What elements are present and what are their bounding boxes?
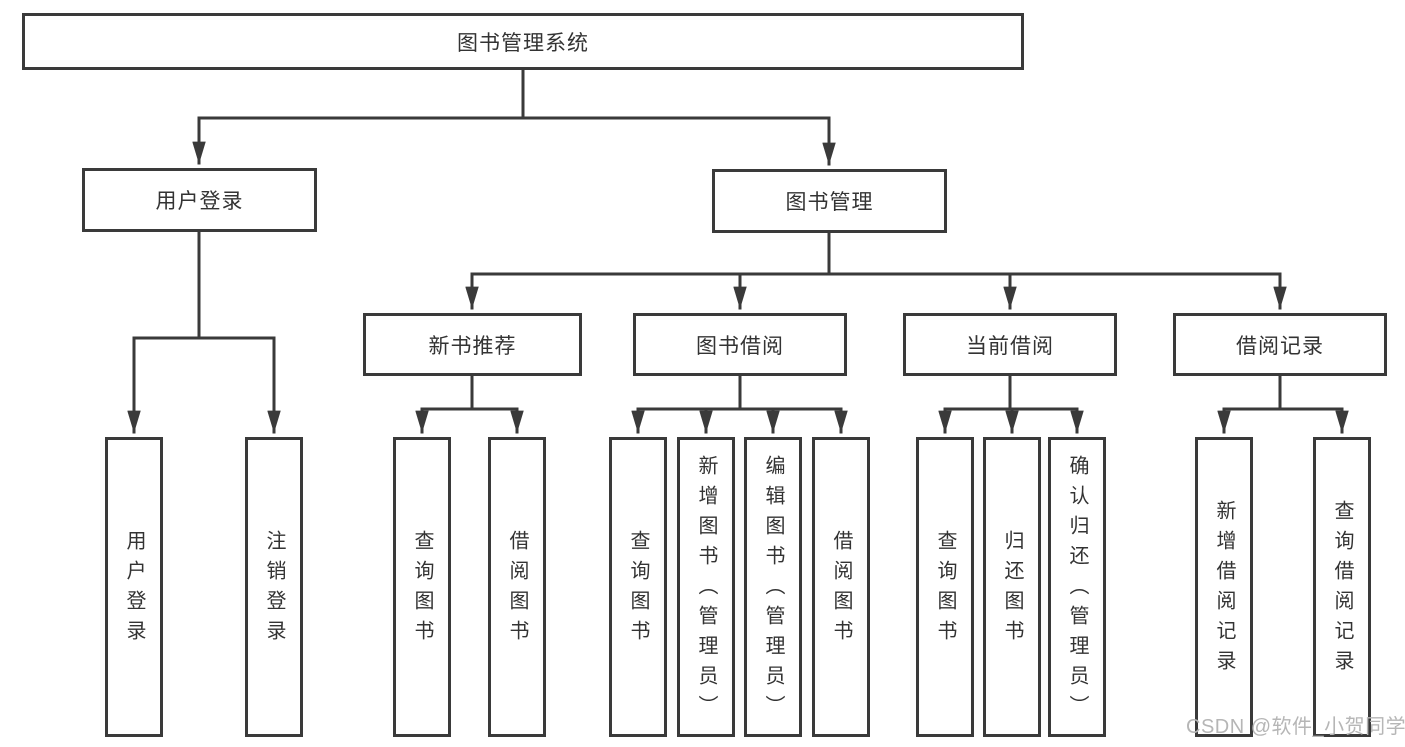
- leaf-query-borrow-record: 查询借阅记录: [1313, 437, 1371, 737]
- node-user-login: 用户登录: [82, 168, 317, 232]
- leaf-add-borrow-record: 新增借阅记录: [1195, 437, 1253, 737]
- leaf-borrow-books-recommend: 借阅图书: [488, 437, 546, 737]
- leaf-confirm-return-admin: 确认归还（管理员）: [1048, 437, 1106, 737]
- leaf-query-books-recommend: 查询图书: [393, 437, 451, 737]
- leaf-borrow-books: 借阅图书: [812, 437, 870, 737]
- leaf-query-books-current: 查询图书: [916, 437, 974, 737]
- leaf-user-login: 用户登录: [105, 437, 163, 737]
- leaf-return-books: 归还图书: [983, 437, 1041, 737]
- node-book-borrowing: 图书借阅: [633, 313, 847, 376]
- leaf-query-books-borrow: 查询图书: [609, 437, 667, 737]
- leaf-edit-books-admin: 编辑图书（管理员）: [744, 437, 802, 737]
- node-borrowing-records: 借阅记录: [1173, 313, 1387, 376]
- csdn-watermark: CSDN @软件_小贺同学: [1186, 716, 1405, 738]
- node-book-management: 图书管理: [712, 169, 947, 233]
- leaf-add-books-admin: 新增图书（管理员）: [677, 437, 735, 737]
- node-new-book-recommendation: 新书推荐: [363, 313, 582, 376]
- node-library-management-system: 图书管理系统: [22, 13, 1024, 70]
- leaf-logout: 注销登录: [245, 437, 303, 737]
- node-current-borrowing: 当前借阅: [903, 313, 1117, 376]
